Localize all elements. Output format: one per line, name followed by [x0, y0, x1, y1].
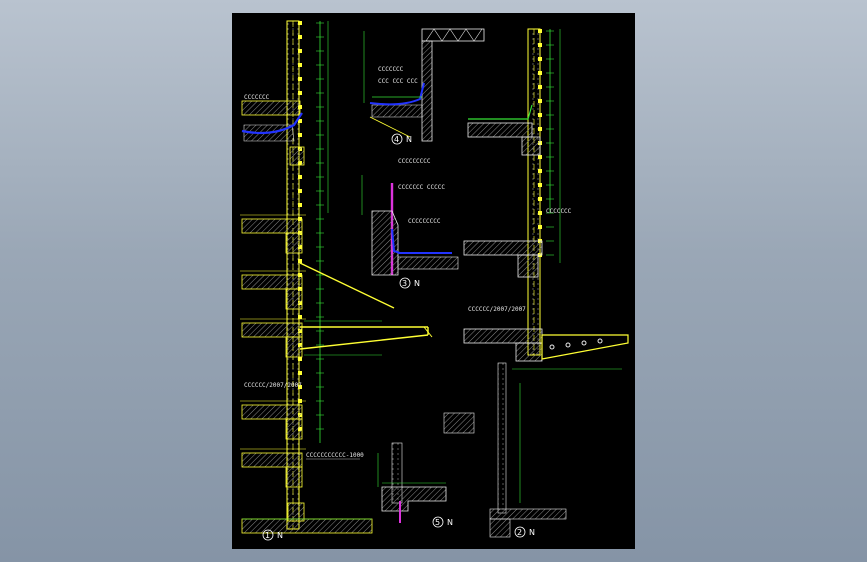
- detail-1-section: CCCCCCC CCCCCC/2007/2007 CCCCCCCCCCC-100…: [240, 20, 433, 534]
- detail-4-section: CCCCCCC CCC CCC CCC: [363, 28, 485, 142]
- cad-drawing-viewport[interactable]: CCCCCCC CCCCCC/2007/2007 CCCCCCCCCCC-100…: [232, 13, 635, 549]
- detail-tag-2[interactable]: 2 N: [514, 526, 535, 538]
- detail-number-circle-icon: [432, 516, 444, 528]
- detail-2-number: 2: [517, 528, 522, 537]
- cad-drawing-canvas[interactable]: CCCCCCC CCCCCC/2007/2007 CCCCCCCCCCC-100…: [232, 13, 635, 549]
- detail-1-note-slab: CCCCCCCCCCC-1000: [306, 452, 364, 459]
- detail-5-suffix: N: [447, 518, 453, 527]
- detail-4-number: 4: [394, 135, 399, 144]
- detail-3-note-3: CCCCCCCCC: [408, 218, 441, 225]
- detail-tag-5[interactable]: 5 N: [432, 516, 453, 528]
- detail-number-circle-icon: [514, 526, 526, 538]
- detail-1-number: 1: [265, 531, 270, 540]
- detail-2-note-beam: CCCCCC/2007/2007: [468, 306, 526, 313]
- detail-tag-1[interactable]: 1 N: [262, 529, 283, 541]
- detail-2-note-ext: CCCCCCC: [546, 208, 572, 215]
- detail-4-suffix: N: [406, 135, 412, 144]
- detail-2-section: CCCCCC/2007/2007 CCCCCCC: [443, 28, 629, 538]
- detail-1-note-roof: CCCCCCC: [244, 94, 270, 101]
- detail-2-suffix: N: [529, 528, 535, 537]
- detail-1-suffix: N: [277, 531, 283, 540]
- detail-4-note-1: CCCCCCC: [378, 66, 404, 73]
- detail-4-note-2: CCC CCC CCC: [378, 78, 418, 85]
- detail-tag-4[interactable]: 4 N: [391, 133, 412, 145]
- detail-3-section: CCCCCCCCC CCCCCCC CCCCC CCCCCCCCC: [361, 158, 459, 276]
- detail-3-note-2: CCCCCCC CCCCC: [398, 184, 445, 191]
- detail-5-section: [377, 442, 447, 523]
- detail-number-circle-icon: [399, 277, 411, 289]
- detail-3-note-1: CCCCCCCCC: [398, 158, 431, 165]
- detail-5-number: 5: [435, 518, 440, 527]
- detail-tag-3[interactable]: 3 N: [399, 277, 420, 289]
- detail-3-number: 3: [402, 279, 407, 288]
- detail-number-circle-icon: [391, 133, 403, 145]
- detail-3-suffix: N: [414, 279, 420, 288]
- detail-number-circle-icon: [262, 529, 274, 541]
- detail-1-note-ext: CCCCCC/2007/2007: [244, 382, 302, 389]
